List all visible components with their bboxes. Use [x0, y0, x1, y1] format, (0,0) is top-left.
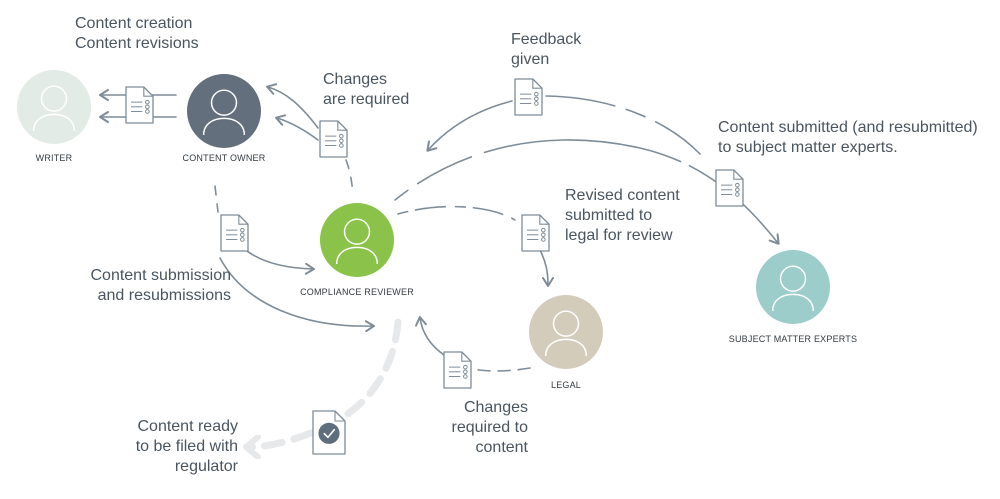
- label-content-creation: Content creation Content revisions: [75, 15, 199, 52]
- label-content-submission: Content submission and resubmissions: [90, 267, 231, 304]
- arrow-feedback: [545, 95, 701, 155]
- writer-avatar: [17, 70, 91, 144]
- role-content-owner: CONTENT OWNER: [182, 153, 266, 163]
- content-owner-avatar: [187, 74, 261, 148]
- arrow-submission-1: [239, 244, 315, 275]
- arrow-changes-required-2: [275, 114, 319, 141]
- arrow-to-legal: [397, 205, 516, 221]
- check-icon: [318, 422, 340, 444]
- document-icon-changes-content: [443, 351, 472, 389]
- arrow-changes-required-dash: [345, 159, 354, 196]
- actor-writer: [17, 70, 91, 144]
- documents: [125, 78, 744, 455]
- actor-legal: [529, 295, 603, 369]
- arrow-feedback-tail: [426, 100, 513, 152]
- label-content-ready: Content ready to be filed with regulator: [135, 418, 238, 475]
- actor-compliance-reviewer: [320, 203, 394, 277]
- label-changes-are-required: Changes are required: [323, 71, 410, 108]
- label-content-submitted-sme: Content submitted (and resubmitted) to s…: [718, 119, 978, 156]
- arrow-from-legal: [467, 367, 531, 372]
- actor-content-owner: [187, 74, 261, 148]
- document-icon-writer-owner: [125, 86, 154, 124]
- document-icon-submission: [220, 214, 249, 252]
- label-revised-content-legal: Revised content submitted to legal for r…: [565, 187, 680, 244]
- document-icon-legal: [521, 214, 550, 252]
- actor-sme: [756, 250, 830, 324]
- role-legal: LEGAL: [550, 380, 582, 390]
- document-icon-changes-required: [319, 120, 348, 158]
- role-sme: SUBJECT MATTER EXPERTS: [728, 334, 858, 344]
- arrow-submission-dash: [214, 185, 219, 213]
- label-feedback-given: Feedback given: [511, 31, 582, 68]
- compliance-reviewer-avatar: [320, 203, 394, 277]
- document-icon-feedback: [514, 78, 543, 116]
- document-icon-approved: [312, 410, 346, 455]
- arrow-submission-2: [219, 257, 375, 333]
- document-icon-sme: [715, 169, 744, 207]
- legal-avatar: [529, 295, 603, 369]
- arrow-changes-required-1: [266, 83, 319, 129]
- arrow-from-legal-tail: [415, 316, 445, 356]
- label-changes-required-content: Changes required to content: [451, 399, 529, 456]
- sme-avatar: [756, 250, 830, 324]
- arrow-to-legal-tail: [539, 249, 554, 287]
- role-compliance-reviewer: COMPLIANCE REVIEWER: [300, 287, 414, 297]
- role-writer: WRITER: [35, 153, 73, 163]
